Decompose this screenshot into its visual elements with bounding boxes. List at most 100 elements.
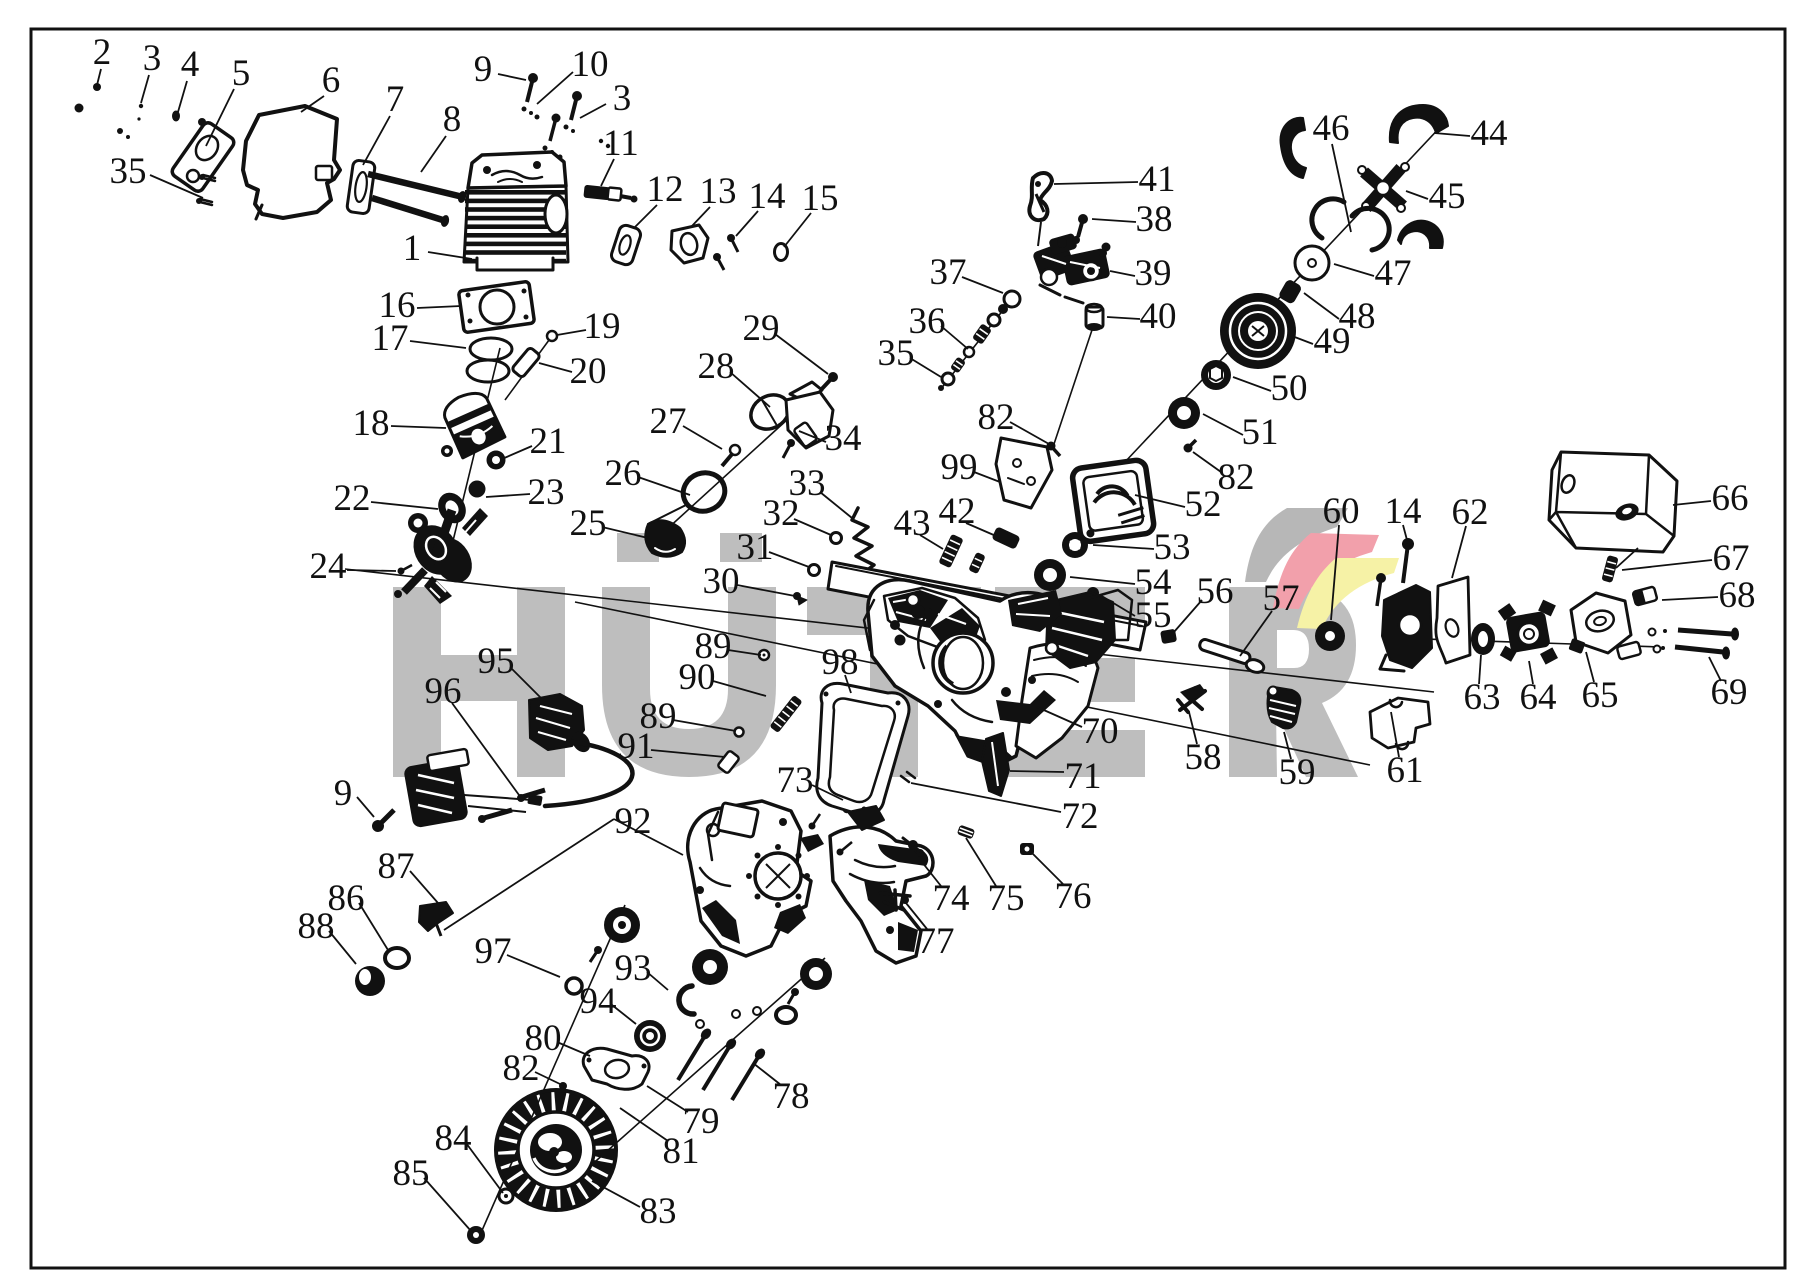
svg-text:98: 98 [822,642,859,683]
svg-text:60: 60 [1323,491,1360,532]
svg-text:46: 46 [1313,108,1350,149]
svg-text:20: 20 [570,351,607,392]
svg-text:75: 75 [988,878,1025,919]
svg-text:28: 28 [698,346,735,387]
svg-text:73: 73 [777,760,814,801]
svg-text:72: 72 [1062,796,1099,837]
svg-text:62: 62 [1452,492,1489,533]
svg-text:17: 17 [372,318,409,359]
svg-text:57: 57 [1263,578,1300,619]
svg-text:82: 82 [503,1048,540,1089]
svg-text:34: 34 [825,418,862,459]
svg-text:9: 9 [334,773,353,814]
svg-text:35: 35 [878,333,915,374]
svg-text:33: 33 [789,463,826,504]
svg-text:80: 80 [525,1018,562,1059]
svg-text:26: 26 [605,453,642,494]
svg-text:23: 23 [528,472,565,513]
svg-text:70: 70 [1082,711,1119,752]
svg-text:24: 24 [310,546,347,587]
svg-text:77: 77 [918,921,955,962]
svg-text:51: 51 [1242,412,1279,453]
svg-text:53: 53 [1154,527,1191,568]
svg-text:74: 74 [933,878,970,919]
svg-text:86: 86 [328,878,365,919]
svg-text:90: 90 [679,657,716,698]
svg-text:85: 85 [393,1153,430,1194]
svg-text:16: 16 [379,285,416,326]
svg-text:3: 3 [613,78,632,119]
svg-text:6: 6 [322,60,341,101]
svg-text:18: 18 [353,403,390,444]
svg-text:55: 55 [1135,595,1172,636]
svg-text:49: 49 [1314,321,1351,362]
svg-text:94: 94 [580,981,617,1022]
svg-text:84: 84 [435,1118,472,1159]
svg-text:19: 19 [584,306,621,347]
svg-text:41: 41 [1139,159,1176,200]
svg-text:54: 54 [1135,562,1172,603]
svg-text:61: 61 [1387,750,1424,791]
svg-text:82: 82 [978,397,1015,438]
svg-text:10: 10 [572,44,609,85]
svg-text:4: 4 [181,44,200,85]
svg-text:25: 25 [570,503,607,544]
svg-text:21: 21 [530,421,567,462]
svg-text:5: 5 [232,53,251,94]
svg-text:35: 35 [110,151,147,192]
svg-text:2: 2 [93,32,112,73]
svg-text:87: 87 [378,846,415,887]
svg-text:15: 15 [802,178,839,219]
svg-text:1: 1 [403,228,422,269]
svg-text:7: 7 [386,79,405,120]
svg-text:96: 96 [425,671,462,712]
svg-text:42: 42 [939,491,976,532]
svg-text:97: 97 [475,931,512,972]
svg-text:48: 48 [1339,296,1376,337]
svg-text:13: 13 [700,171,737,212]
svg-text:88: 88 [298,906,335,947]
svg-text:93: 93 [615,948,652,989]
svg-text:99: 99 [941,447,978,488]
svg-text:3: 3 [143,38,162,79]
svg-text:56: 56 [1197,571,1234,612]
svg-text:14: 14 [749,176,786,217]
svg-text:29: 29 [743,308,780,349]
svg-text:66: 66 [1712,478,1749,519]
svg-text:52: 52 [1185,484,1222,525]
svg-text:69: 69 [1711,672,1748,713]
svg-text:39: 39 [1135,253,1172,294]
svg-text:95: 95 [478,641,515,682]
svg-text:40: 40 [1140,296,1177,337]
svg-text:65: 65 [1582,675,1619,716]
svg-text:11: 11 [603,123,639,164]
svg-text:43: 43 [894,503,931,544]
svg-text:63: 63 [1464,677,1501,718]
svg-text:89: 89 [640,696,677,737]
svg-text:14: 14 [1385,491,1422,532]
svg-text:31: 31 [737,527,774,568]
svg-text:44: 44 [1471,113,1508,154]
svg-text:12: 12 [647,169,684,210]
svg-text:32: 32 [763,493,800,534]
svg-text:78: 78 [773,1076,810,1117]
svg-text:68: 68 [1719,575,1756,616]
svg-text:83: 83 [640,1191,677,1232]
svg-text:30: 30 [703,561,740,602]
svg-text:82: 82 [1218,457,1255,498]
svg-text:92: 92 [615,801,652,842]
svg-text:8: 8 [443,99,462,140]
svg-text:36: 36 [909,301,946,342]
svg-text:59: 59 [1279,752,1316,793]
svg-text:58: 58 [1185,737,1222,778]
svg-text:22: 22 [334,478,371,519]
svg-text:67: 67 [1713,538,1750,579]
svg-text:76: 76 [1055,876,1092,917]
svg-text:71: 71 [1065,756,1102,797]
svg-text:47: 47 [1375,253,1412,294]
svg-text:89: 89 [695,626,732,667]
svg-text:64: 64 [1520,677,1557,718]
svg-text:50: 50 [1271,368,1308,409]
svg-text:27: 27 [650,401,687,442]
svg-text:38: 38 [1136,199,1173,240]
